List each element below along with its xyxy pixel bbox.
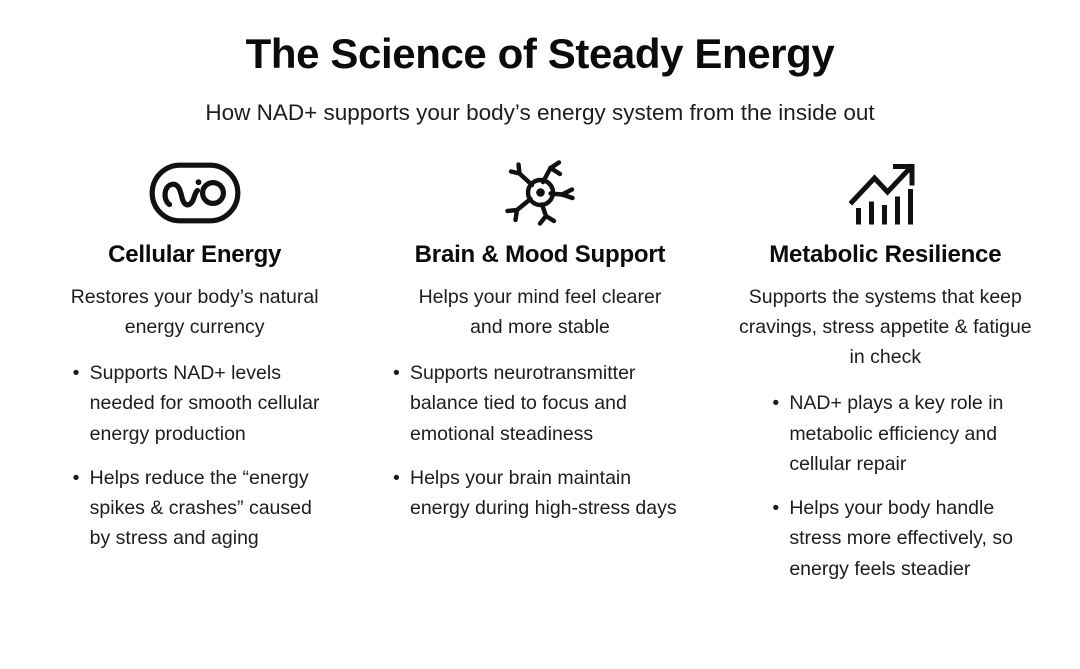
card-title: Metabolic Resilience <box>769 241 1002 269</box>
benefit-list: NAD+ plays a key role in metabolic effic… <box>772 388 1034 583</box>
list-item: Supports NAD+ levels needed for smooth c… <box>73 358 331 449</box>
benefit-list: Supports neurotransmitter balance tied t… <box>393 358 693 523</box>
list-item: Helps your body handle stress more effec… <box>772 493 1034 584</box>
card-subtitle: Supports the systems that keep cravings,… <box>738 285 1032 369</box>
card-title: Cellular Energy <box>108 241 282 269</box>
neuron-icon <box>502 156 578 230</box>
list-item: Supports neurotransmitter balance tied t… <box>393 358 693 449</box>
growth-chart-icon <box>849 156 921 230</box>
benefit-column-brain-mood-support: Brain & Mood Support Helps your mind fee… <box>367 156 712 523</box>
benefit-column-metabolic-resilience: Metabolic Resilience Supports the system… <box>713 156 1058 584</box>
card-title: Brain & Mood Support <box>414 241 666 269</box>
list-item: Helps your brain maintain energy during … <box>393 463 693 523</box>
poster-header: The Science of Steady Energy How NAD+ su… <box>0 0 1080 126</box>
list-item: NAD+ plays a key role in metabolic effic… <box>772 388 1034 479</box>
benefit-column-cellular-energy: Cellular Energy Restores your body’s nat… <box>22 156 367 554</box>
page-title: The Science of Steady Energy <box>245 30 835 77</box>
card-subtitle: Restores your body’s natural energy curr… <box>70 285 319 339</box>
benefit-list: Supports NAD+ levels needed for smooth c… <box>73 358 331 553</box>
list-item: Helps reduce the “energy spikes & crashe… <box>73 463 331 554</box>
mitochondria-icon <box>149 156 241 230</box>
card-subtitle: Helps your mind feel clearer and more st… <box>418 285 662 339</box>
benefit-columns: Cellular Energy Restores your body’s nat… <box>0 156 1080 584</box>
page-subtitle: How NAD+ supports your body’s energy sys… <box>205 100 875 126</box>
